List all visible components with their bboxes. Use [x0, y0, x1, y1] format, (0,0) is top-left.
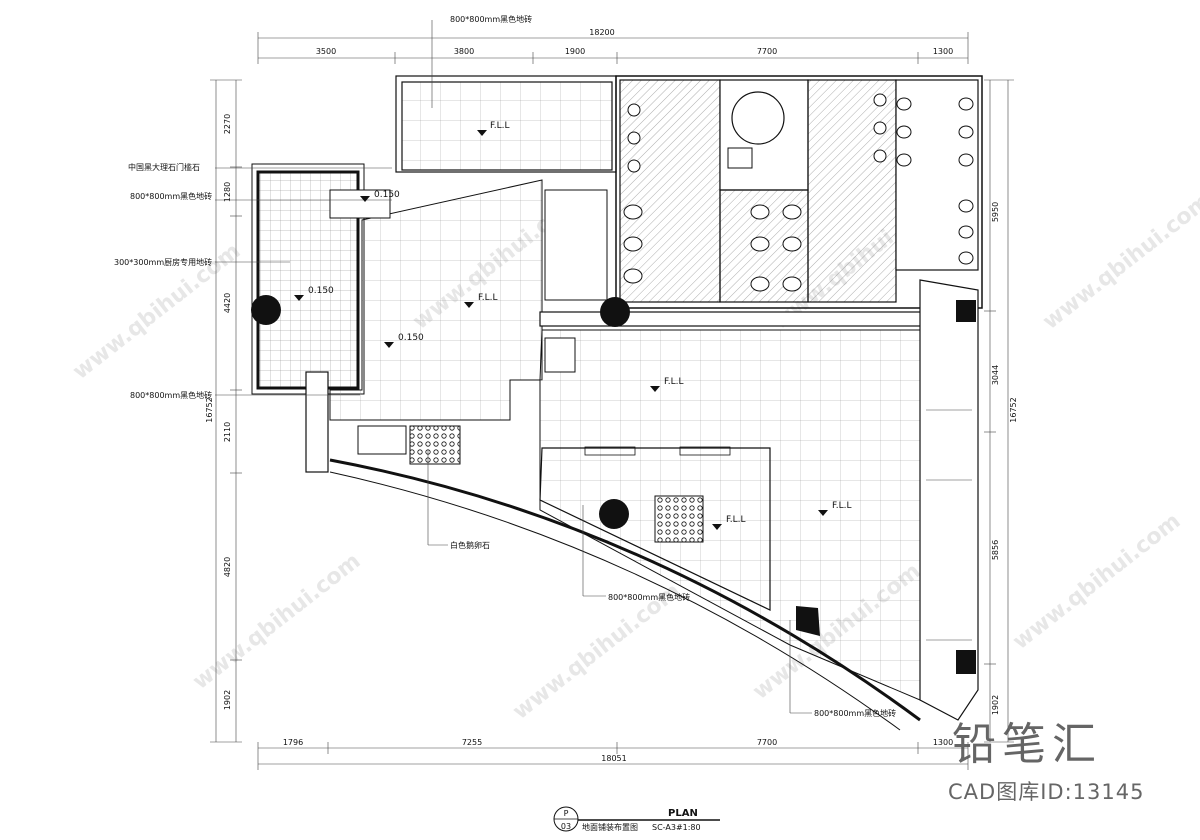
level-fll: F.L.L — [664, 377, 683, 387]
level-fll: F.L.L — [478, 293, 497, 303]
dim-top-seg: 1900 — [565, 47, 585, 56]
floor-areas — [251, 75, 983, 731]
dim-left-seg: 2270 — [223, 114, 232, 134]
dim-right-seg: 5950 — [991, 202, 1000, 222]
level-fll: F.L.L — [726, 515, 745, 525]
title-scale: SC-A3#1:80 — [652, 823, 701, 832]
dim-top-seg: 3500 — [316, 47, 336, 56]
brand-id: CAD图库ID:13145 — [948, 780, 1145, 804]
label-black-tile: 800*800mm黑色地砖 — [814, 708, 896, 718]
right-dimensions: 5950 3044 5856 1902 16752 — [984, 79, 1018, 743]
level-value: 0.150 — [398, 333, 424, 343]
label-threshold: 中国黑大理石门槛石 — [128, 162, 200, 172]
dim-bottom-total: 18051 — [601, 754, 626, 763]
left-dimensions: 2270 1280 4420 2110 4820 1902 16752 — [205, 79, 242, 743]
bottom-dimensions: 1796 7255 7700 1300 18051 — [257, 738, 969, 770]
leader-lines — [215, 20, 812, 714]
dim-right-total: 16752 — [1009, 397, 1018, 422]
watermark-text: www.qbihui.com — [1008, 509, 1185, 655]
label-top-tile: 800*800mm黑色地砖 — [450, 14, 532, 24]
material-labels: 800*800mm黑色地砖 中国黑大理石门槛石 800*800mm黑色地砖 30… — [114, 14, 896, 718]
level-fll: F.L.L — [832, 501, 851, 511]
dim-top-total: 18200 — [589, 28, 614, 37]
dim-left-seg: 1280 — [223, 182, 232, 202]
brand-name: 铅笔汇 — [952, 719, 1102, 770]
label-kitchen-tile: 300*300mm厨房专用地砖 — [114, 257, 212, 267]
dim-top-seg: 1300 — [933, 47, 953, 56]
label-pebble: 白色鹅卵石 — [450, 540, 490, 550]
dim-right-seg: 3044 — [991, 365, 1000, 385]
title-plan: PLAN — [668, 808, 698, 819]
dim-left-seg: 1902 — [223, 690, 232, 710]
dim-right-seg: 1902 — [991, 695, 1000, 715]
dim-right-seg: 5856 — [991, 540, 1000, 560]
title-circle-bottom: 03 — [561, 822, 571, 831]
label-black-tile: 800*800mm黑色地砖 — [608, 592, 690, 602]
dim-bottom-seg: 1796 — [283, 738, 303, 747]
level-markers: F.L.L 0.150 0.150 F.L.L 0.150 F.L.L F.L.… — [294, 121, 851, 530]
dim-top-seg: 7700 — [757, 47, 777, 56]
top-dimensions: 18200 3500 3800 1900 7700 1300 — [257, 28, 969, 64]
watermark-text: www.qbihui.com — [188, 549, 365, 695]
dim-left-total: 16752 — [205, 397, 214, 422]
watermark-text: www.qbihui.com — [1038, 189, 1200, 335]
dim-top-seg: 3800 — [454, 47, 474, 56]
title-subtitle: 地面铺装布置图 — [582, 822, 638, 832]
dim-left-seg: 4420 — [223, 293, 232, 313]
dim-left-seg: 2110 — [223, 422, 232, 442]
dim-bottom-seg: 7700 — [757, 738, 777, 747]
dim-left-seg: 4820 — [223, 557, 232, 577]
level-value: 0.150 — [308, 286, 334, 296]
dim-bottom-seg: 7255 — [462, 738, 482, 747]
label-black-tile: 800*800mm黑色地砖 — [130, 191, 212, 201]
level-fll: F.L.L — [490, 121, 509, 131]
dim-bottom-seg: 1300 — [933, 738, 953, 747]
title-circle-top: P — [564, 809, 569, 818]
title-block: P 03 PLAN 地面铺装布置图 SC-A3#1:80 — [553, 806, 720, 832]
label-black-tile: 800*800mm黑色地砖 — [130, 390, 212, 400]
level-value: 0.150 — [374, 190, 400, 200]
